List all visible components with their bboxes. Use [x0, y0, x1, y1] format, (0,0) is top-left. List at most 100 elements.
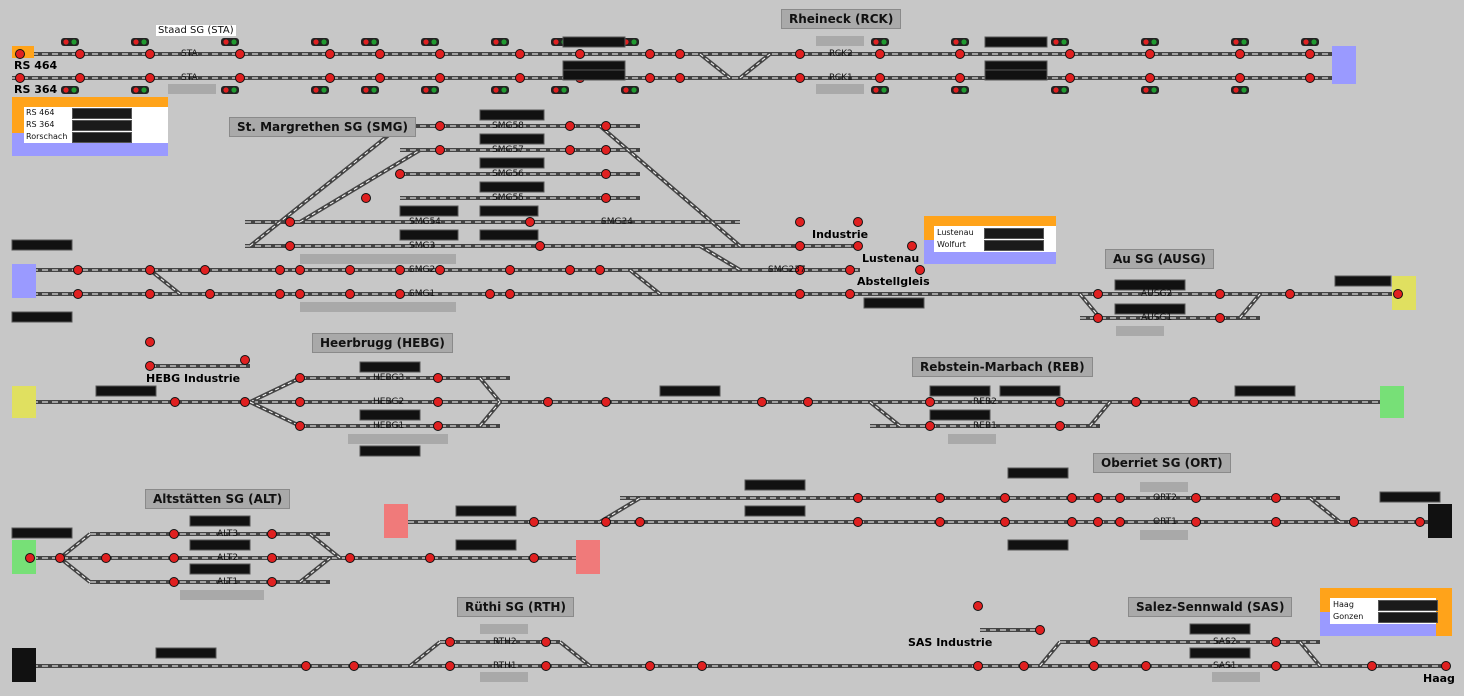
- signal-light[interactable]: [541, 637, 551, 647]
- signal-light[interactable]: [267, 577, 277, 587]
- block-indicator[interactable]: [659, 385, 721, 397]
- block-button[interactable]: [72, 108, 132, 119]
- signal-light[interactable]: [433, 421, 443, 431]
- signal-light[interactable]: [1131, 397, 1141, 407]
- signal-light[interactable]: [301, 661, 311, 671]
- block-indicator[interactable]: [359, 409, 421, 421]
- signal-light[interactable]: [435, 121, 445, 131]
- signal-light[interactable]: [853, 517, 863, 527]
- track-end-buffer[interactable]: [1428, 504, 1452, 538]
- signal-light[interactable]: [485, 289, 495, 299]
- signal-light[interactable]: [1019, 661, 1029, 671]
- signal-light[interactable]: [505, 265, 515, 275]
- signal-light[interactable]: [645, 49, 655, 59]
- signal-light[interactable]: [345, 553, 355, 563]
- signal-light[interactable]: [795, 289, 805, 299]
- signal-light[interactable]: [1271, 637, 1281, 647]
- signal-light[interactable]: [529, 553, 539, 563]
- signal-light[interactable]: [1093, 313, 1103, 323]
- panel-item-rorschach[interactable]: Rorschach: [26, 132, 68, 141]
- signal-light[interactable]: [915, 265, 925, 275]
- signal-light[interactable]: [1441, 661, 1451, 671]
- signal-light[interactable]: [515, 73, 525, 83]
- block-indicator[interactable]: [1114, 279, 1186, 291]
- signal-light[interactable]: [361, 193, 371, 203]
- signal-light[interactable]: [601, 397, 611, 407]
- signal-light[interactable]: [535, 241, 545, 251]
- block-indicator[interactable]: [1007, 467, 1069, 479]
- block-button[interactable]: [1378, 612, 1438, 623]
- block-indicator[interactable]: [479, 109, 545, 121]
- block-indicator[interactable]: [359, 361, 421, 373]
- signal-light[interactable]: [1145, 49, 1155, 59]
- panel-item-rs364[interactable]: RS 364: [26, 120, 55, 129]
- panel-item-haag[interactable]: Haag: [1333, 600, 1354, 609]
- signal-light[interactable]: [169, 577, 179, 587]
- signal-light[interactable]: [1067, 517, 1077, 527]
- block-indicator[interactable]: [359, 445, 421, 457]
- signal-light[interactable]: [73, 289, 83, 299]
- block-indicator[interactable]: [155, 647, 217, 659]
- block-indicator[interactable]: [1334, 275, 1392, 287]
- signal-light[interactable]: [145, 49, 155, 59]
- signal-light[interactable]: [1115, 493, 1125, 503]
- signal-light[interactable]: [541, 661, 551, 671]
- block-button[interactable]: [72, 132, 132, 143]
- signal-light[interactable]: [295, 373, 305, 383]
- signal-light[interactable]: [875, 73, 885, 83]
- block-indicator[interactable]: [11, 311, 73, 323]
- block-indicator[interactable]: [984, 36, 1048, 48]
- signal-light[interactable]: [565, 121, 575, 131]
- block-button[interactable]: [984, 228, 1044, 239]
- block-button[interactable]: [1378, 600, 1438, 611]
- signal-light[interactable]: [375, 49, 385, 59]
- signal-light[interactable]: [795, 49, 805, 59]
- signal-light[interactable]: [395, 289, 405, 299]
- signal-light[interactable]: [595, 265, 605, 275]
- signal-light[interactable]: [543, 397, 553, 407]
- signal-light[interactable]: [200, 265, 210, 275]
- signal-light[interactable]: [325, 49, 335, 59]
- block-indicator[interactable]: [562, 36, 626, 48]
- block-indicator[interactable]: [744, 479, 806, 491]
- block-indicator[interactable]: [479, 205, 539, 217]
- signal-light[interactable]: [565, 265, 575, 275]
- signal-light[interactable]: [170, 397, 180, 407]
- block-indicator[interactable]: [189, 515, 251, 527]
- signal-light[interactable]: [1271, 517, 1281, 527]
- signal-light[interactable]: [853, 493, 863, 503]
- signal-light[interactable]: [515, 49, 525, 59]
- signal-light[interactable]: [601, 121, 611, 131]
- signal-light[interactable]: [235, 49, 245, 59]
- signal-light[interactable]: [73, 265, 83, 275]
- signal-light[interactable]: [75, 73, 85, 83]
- track-end-buffer[interactable]: [1380, 386, 1404, 418]
- signal-light[interactable]: [1115, 517, 1125, 527]
- panel-item-gonzen[interactable]: Gonzen: [1333, 612, 1364, 621]
- signal-light[interactable]: [1000, 493, 1010, 503]
- signal-light[interactable]: [145, 337, 155, 347]
- block-indicator[interactable]: [189, 563, 251, 575]
- block-indicator[interactable]: [1189, 623, 1251, 635]
- signal-light[interactable]: [795, 265, 805, 275]
- signal-light[interactable]: [145, 265, 155, 275]
- block-indicator[interactable]: [863, 297, 925, 309]
- signal-light[interactable]: [875, 49, 885, 59]
- signal-light[interactable]: [101, 553, 111, 563]
- track-end-buffer[interactable]: [12, 386, 36, 418]
- block-indicator[interactable]: [11, 239, 73, 251]
- signal-light[interactable]: [1065, 49, 1075, 59]
- signal-light[interactable]: [395, 265, 405, 275]
- signal-light[interactable]: [1145, 73, 1155, 83]
- signal-light[interactable]: [645, 661, 655, 671]
- signal-light[interactable]: [1035, 625, 1045, 635]
- signal-light[interactable]: [75, 49, 85, 59]
- signal-light[interactable]: [1285, 289, 1295, 299]
- signal-light[interactable]: [295, 265, 305, 275]
- signal-light[interactable]: [955, 49, 965, 59]
- signal-light[interactable]: [757, 397, 767, 407]
- block-indicator[interactable]: [455, 539, 517, 551]
- track-end-buffer[interactable]: [12, 264, 36, 298]
- signal-light[interactable]: [675, 73, 685, 83]
- block-indicator[interactable]: [479, 133, 545, 145]
